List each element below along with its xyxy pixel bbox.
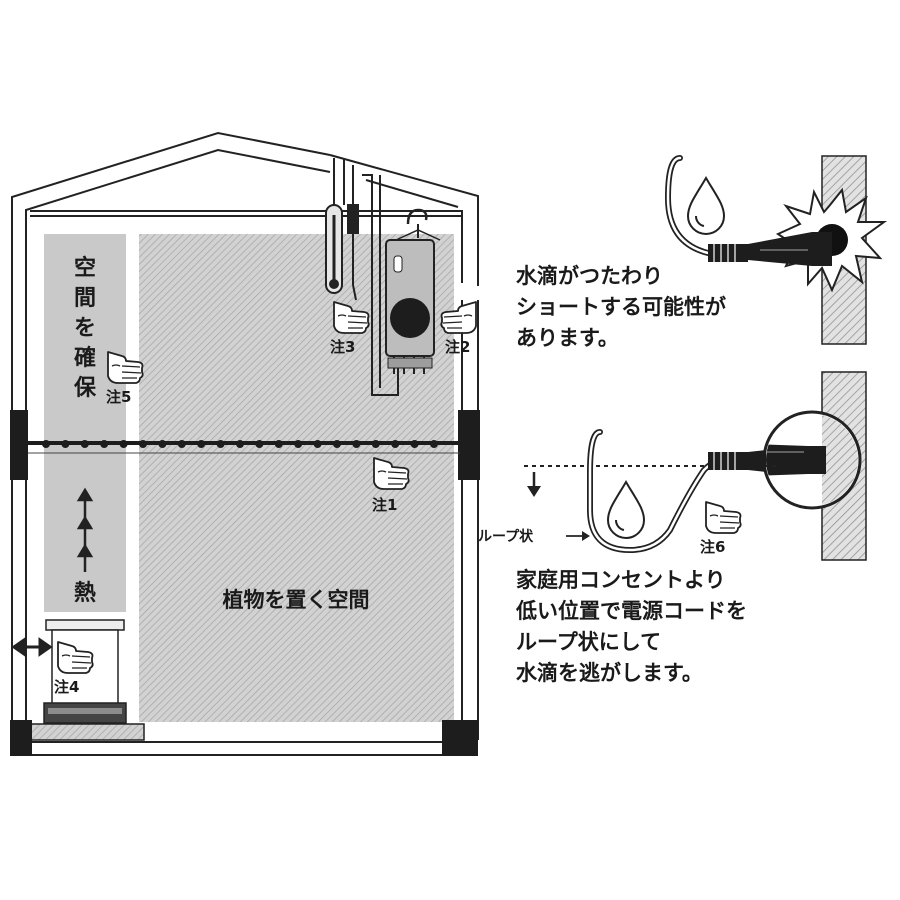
note-4-label: 注4 <box>54 678 79 696</box>
gap-arrow-icon <box>11 637 53 657</box>
water-drop-icon-bottom <box>606 480 646 539</box>
shelf-dot <box>352 440 361 448</box>
frame-brackets <box>10 410 480 756</box>
shelf-dot <box>371 440 380 448</box>
pointing-hand-icon <box>57 641 94 674</box>
warning-line-2: ショートする可能性が <box>516 295 726 319</box>
shelf-dot <box>61 440 70 448</box>
vert-char-1: 空 <box>74 255 96 281</box>
pointing-hand-icon <box>373 457 410 490</box>
pointing-hands <box>57 301 742 674</box>
shelf-dot <box>255 440 264 448</box>
vert-char-5: 保 <box>73 376 97 401</box>
plant-space-label: 植物を置く空間 <box>223 588 370 612</box>
shelf-dot <box>236 440 244 448</box>
shelf-dot <box>391 440 400 448</box>
shelf-dot <box>100 440 109 448</box>
solution-text: 家庭用コンセントより 低い位置で電源コードを ループ状にして 水滴を逃がします。 <box>515 568 747 685</box>
solution-line-3: ループ状にして <box>516 630 661 654</box>
pointing-hand-icon <box>107 351 144 384</box>
shelf-dot <box>197 440 206 448</box>
shelf-dot <box>42 440 50 448</box>
loop-label-group: ループ状 <box>478 528 590 545</box>
solution-line-4: 水滴を逃がします。 <box>516 661 703 685</box>
shelf <box>28 440 460 454</box>
note-2-label: 注2 <box>445 338 470 356</box>
shelf-dot <box>139 440 147 448</box>
solution-line-1: 家庭用コンセントより <box>516 568 726 592</box>
vert-char-2: 間 <box>74 286 96 311</box>
shelf-dot <box>216 440 225 448</box>
shelf-dot <box>313 440 322 448</box>
hanging-cord <box>362 174 399 396</box>
warning-line-1: 水滴がつたわり <box>516 264 663 288</box>
loop-label: ループ状 <box>478 528 534 545</box>
vert-char-3: を <box>74 316 96 341</box>
note-6-label: 注6 <box>700 538 725 556</box>
shelf-dot <box>80 440 89 448</box>
shelf-dot <box>177 440 186 448</box>
power-cord-loop <box>587 429 766 554</box>
space-panel-text: 空 間 を 確 保 <box>73 255 97 401</box>
shelf-dot <box>119 440 128 448</box>
heat-label: 熱 <box>74 580 96 606</box>
pointing-hand-icon <box>705 501 742 534</box>
floor-base <box>29 723 145 741</box>
sensor-probe <box>347 165 359 301</box>
note-5-label: 注5 <box>106 388 131 406</box>
dashed-level-line <box>524 465 778 497</box>
warning-text: 水滴がつたわり ショートする可能性が あります。 <box>516 264 726 350</box>
pointing-hand-icon <box>333 301 370 334</box>
warning-line-3: あります。 <box>516 326 619 350</box>
thermometer <box>325 158 345 294</box>
shelf-dot <box>410 440 419 448</box>
shelf-dot <box>158 440 167 448</box>
power-cord-top <box>664 155 832 266</box>
note-1-label: 注1 <box>372 496 397 514</box>
shelf-dot <box>333 440 341 448</box>
shelf-dot <box>294 440 303 448</box>
pointing-hand-icon <box>440 301 477 334</box>
solution-line-2: 低い位置で電源コードを <box>515 599 747 623</box>
thermostat-controller <box>385 208 441 374</box>
vert-char-4: 確 <box>74 345 96 371</box>
shelf-dot <box>430 440 438 448</box>
water-drop-icon-top <box>686 176 726 235</box>
shelf-dot <box>274 440 283 448</box>
heat-arrows <box>76 487 94 572</box>
note-3-label: 注3 <box>330 338 355 356</box>
